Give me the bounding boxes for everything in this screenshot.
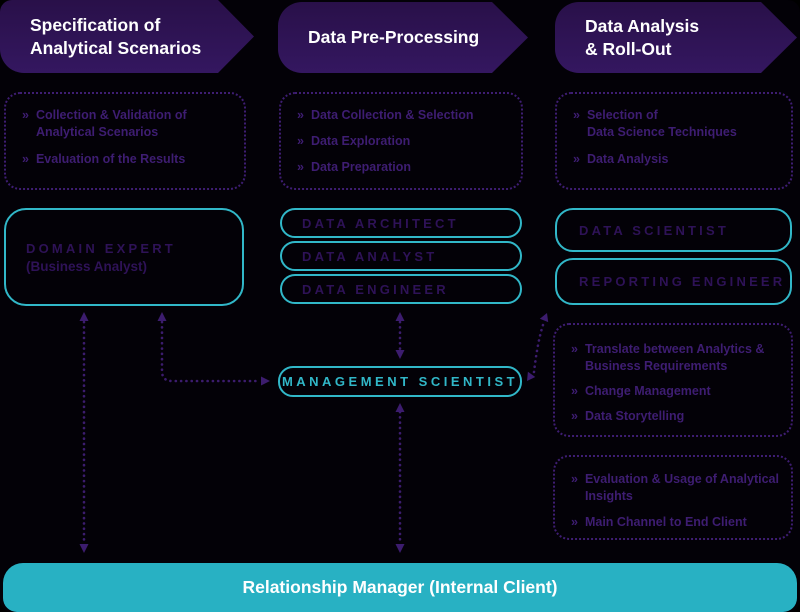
list-item: » Data Storytelling [571,408,783,425]
task-text: Translate between Analytics & Business R… [584,342,765,373]
header-line: Data Analysis [585,15,700,36]
bullet-icon: » [571,342,578,356]
tasks-analysis: » Selection of Data Science Techniques »… [555,92,793,190]
list-item: » Evaluation of the Results [22,151,236,168]
header-line: Specification of [30,14,161,35]
box-management-responsibilities: » Translate between Analytics & Business… [553,323,793,437]
bullet-icon: » [571,515,578,529]
connector-management-scientist-to-reporting-engineer [527,313,549,381]
list-item: » Selection of Data Science Techniques [573,107,783,141]
role-data-analyst: DATA ANALYST [280,241,522,271]
list-item: » Main Channel to End Client [571,514,783,531]
role-data-scientist: DATA SCIENTIST [555,208,792,252]
task-text: Data Collection & Selection [310,108,474,122]
header-specification: Specification of Analytical Scenarios [0,0,254,73]
list-item: » Evaluation & Usage of Analytical Insig… [571,471,783,505]
bullet-icon: » [297,108,304,122]
bullet-icon: » [297,134,304,148]
task-text: Data Storytelling [584,409,685,423]
header-preprocessing: Data Pre-Processing [278,2,528,73]
task-text: Data Preparation [310,160,411,174]
list-item: » Data Analysis [573,151,783,168]
role-label: REPORTING ENGINEER [579,274,786,289]
task-text: Selection of Data Science Techniques [586,108,737,139]
role-label: DOMAIN EXPERT [26,240,176,256]
task-text: Data Analysis [586,152,669,166]
list-item: » Translate between Analytics & Business… [571,341,783,375]
list-item: » Data Exploration [297,133,513,150]
role-data-engineer: DATA ENGINEER [280,274,522,304]
tasks-specification: » Collection & Validation of Analytical … [4,92,246,190]
role-data-architect: DATA ARCHITECT [280,208,522,238]
task-text: Evaluation & Usage of Analytical Insight… [584,472,779,503]
relationship-manager-bar: Relationship Manager (Internal Client) [3,563,797,612]
header-line: Analytical Scenarios [30,37,202,58]
bullet-icon: » [573,152,580,166]
role-label: DATA SCIENTIST [579,222,729,238]
task-text: Evaluation of the Results [35,152,186,166]
list-item: » Data Preparation [297,159,513,176]
role-label: DATA ARCHITECT [302,215,459,231]
role-domain-expert: DOMAIN EXPERT (Business Analyst) [4,208,244,306]
bullet-icon: » [22,108,29,122]
role-management-scientist: MANAGEMENT SCIENTIST [278,366,522,397]
bullet-icon: » [297,160,304,174]
task-text: Collection & Validation of Analytical Sc… [35,108,187,139]
header-line: & Roll-Out [585,38,672,59]
list-item: » Data Collection & Selection [297,107,513,124]
list-item: » Collection & Validation of Analytical … [22,107,236,141]
bullet-icon: » [22,152,29,166]
role-label: DATA ENGINEER [302,281,449,297]
header-line: Data Pre-Processing [308,27,480,47]
role-label: MANAGEMENT SCIENTIST [281,374,519,389]
role-subtitle: (Business Analyst) [26,258,148,274]
list-item: » Change Management [571,383,783,400]
role-label: DATA ANALYST [302,248,438,264]
header-analysis-rollout: Data Analysis & Roll-Out [555,2,797,73]
bar-label: Relationship Manager (Internal Client) [242,577,558,597]
connector-data-engineer-to-management-scientist [395,312,405,359]
task-text: Change Management [584,384,711,398]
bullet-icon: » [573,108,580,122]
role-reporting-engineer: REPORTING ENGINEER [555,258,792,305]
task-text: Main Channel to End Client [584,515,747,529]
bullet-icon: » [571,409,578,423]
box-client-facing: » Evaluation & Usage of Analytical Insig… [553,455,793,540]
connector-management-scientist-to-bar [395,403,405,553]
connector-domain-expert-to-management-scientist [157,312,270,386]
bullet-icon: » [571,472,578,486]
tasks-preprocessing: » Data Collection & Selection » Data Exp… [279,92,523,190]
bullet-icon: » [571,384,578,398]
task-text: Data Exploration [310,134,411,148]
connector-domain-expert-to-bar [79,312,89,553]
